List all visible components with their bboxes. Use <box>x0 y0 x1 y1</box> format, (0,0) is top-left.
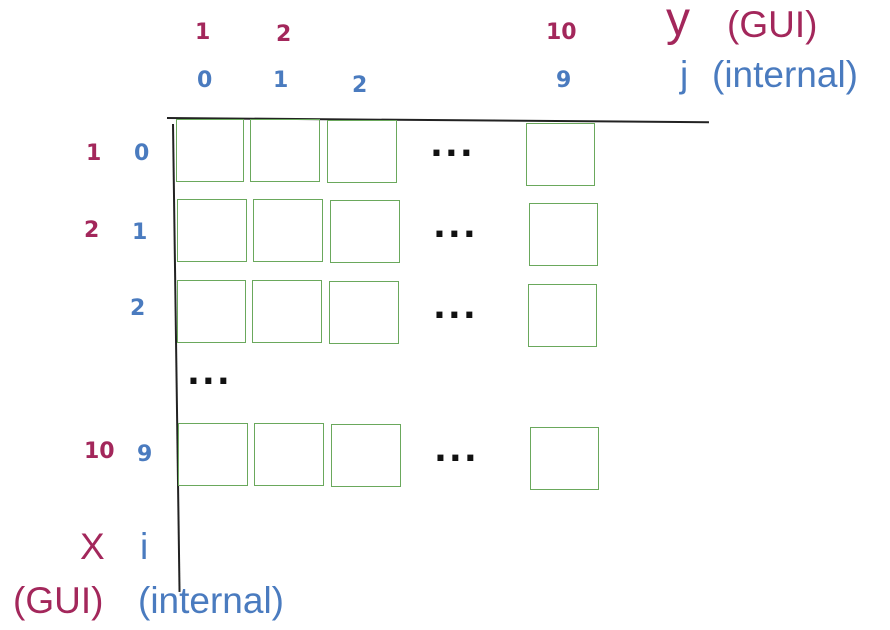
grid-cell <box>177 280 246 343</box>
i-axis-internal-tag: (internal) <box>138 580 284 621</box>
grid-cell <box>526 123 595 186</box>
ellipsis: ... <box>433 287 478 327</box>
ellipsis: ... <box>187 353 232 393</box>
j-axis-letter: j <box>680 54 689 95</box>
col-internal-label: 9 <box>556 68 572 93</box>
grid-cell <box>253 199 323 262</box>
ellipsis: ... <box>433 206 478 246</box>
row-gui-label: 2 <box>84 218 100 243</box>
grid-cell <box>331 424 401 487</box>
grid-cell <box>327 120 397 183</box>
y-axis-letter: y <box>666 0 690 46</box>
ellipsis: ... <box>434 430 479 470</box>
grid-cell <box>329 281 399 344</box>
col-internal-label: 2 <box>352 73 368 98</box>
grid-cell <box>254 423 324 486</box>
row-internal-label: 2 <box>130 296 146 321</box>
row-internal-label: 9 <box>137 442 153 467</box>
grid-cell <box>528 284 597 347</box>
col-internal-label: 1 <box>273 68 289 93</box>
grid-cell <box>330 200 400 263</box>
row-gui-label: 10 <box>84 439 115 464</box>
j-axis-internal-tag: (internal) <box>712 54 858 95</box>
grid-cell <box>530 427 599 490</box>
row-internal-label: 0 <box>134 141 150 166</box>
row-gui-label: 1 <box>86 141 102 166</box>
grid-cell <box>252 280 322 343</box>
grid-cell <box>176 119 244 182</box>
row-internal-label: 1 <box>132 220 148 245</box>
y-axis-gui-tag: (GUI) <box>727 4 818 45</box>
col-gui-label: 1 <box>195 20 211 45</box>
x-axis-letter: X <box>80 526 105 567</box>
grid-cell <box>178 423 248 486</box>
i-axis-letter: i <box>140 526 149 567</box>
top-axis-line <box>166 117 709 123</box>
grid-cell <box>177 199 247 262</box>
col-gui-label: 2 <box>276 22 292 47</box>
x-axis-gui-tag: (GUI) <box>13 580 104 621</box>
grid-cell <box>250 119 320 182</box>
left-axis-line <box>172 123 181 592</box>
ellipsis: ... <box>430 125 475 165</box>
col-gui-label: 10 <box>546 20 577 45</box>
grid-cell <box>529 203 598 266</box>
col-internal-label: 0 <box>197 68 213 93</box>
